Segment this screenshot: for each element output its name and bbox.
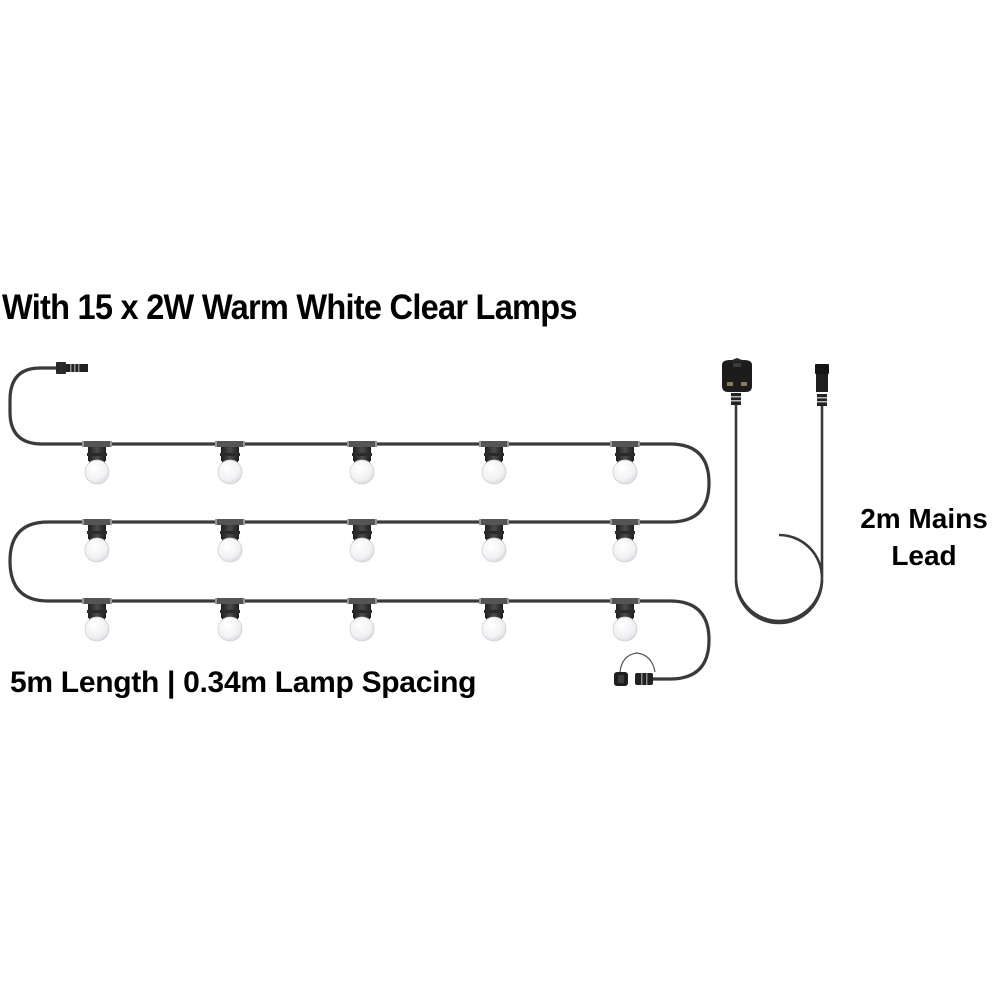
mains-lead-cable [734, 404, 824, 623]
festoon-bulb-icon [81, 440, 113, 485]
festoon-bulb-icon [214, 597, 246, 642]
festoon-bulb-icon [214, 440, 246, 485]
festoon-cable [8, 366, 711, 681]
mains-lead-label: 2m Mains Lead [848, 500, 1000, 574]
uk-plug-icon [722, 358, 752, 405]
festoon-bulb-icon [478, 597, 510, 642]
festoon-bulb-icon [346, 440, 378, 485]
lamp-row-3 [81, 597, 641, 642]
festoon-bulb-icon [81, 518, 113, 563]
product-title: With 15 x 2W Warm White Clear Lamps [2, 288, 577, 327]
festoon-bulb-icon [346, 518, 378, 563]
female-connector-icon [815, 364, 829, 406]
festoon-bulb-icon [346, 597, 378, 642]
mains-lead-line-1: 2m Mains [860, 503, 988, 534]
lamp-row-2 [81, 518, 641, 563]
end-cap-connector-icon [614, 652, 656, 686]
festoon-bulb-icon [214, 518, 246, 563]
festoon-bulb-icon [478, 440, 510, 485]
lamp-row-1 [81, 440, 641, 485]
festoon-bulb-icon [609, 518, 641, 563]
male-connector-icon [56, 362, 88, 374]
festoon-bulb-icon [609, 597, 641, 642]
festoon-bulb-icon [81, 597, 113, 642]
festoon-bulb-icon [609, 440, 641, 485]
festoon-bulb-icon [478, 518, 510, 563]
mains-lead-line-2: Lead [891, 540, 957, 571]
length-spacing-spec: 5m Length | 0.34m Lamp Spacing [10, 666, 477, 699]
